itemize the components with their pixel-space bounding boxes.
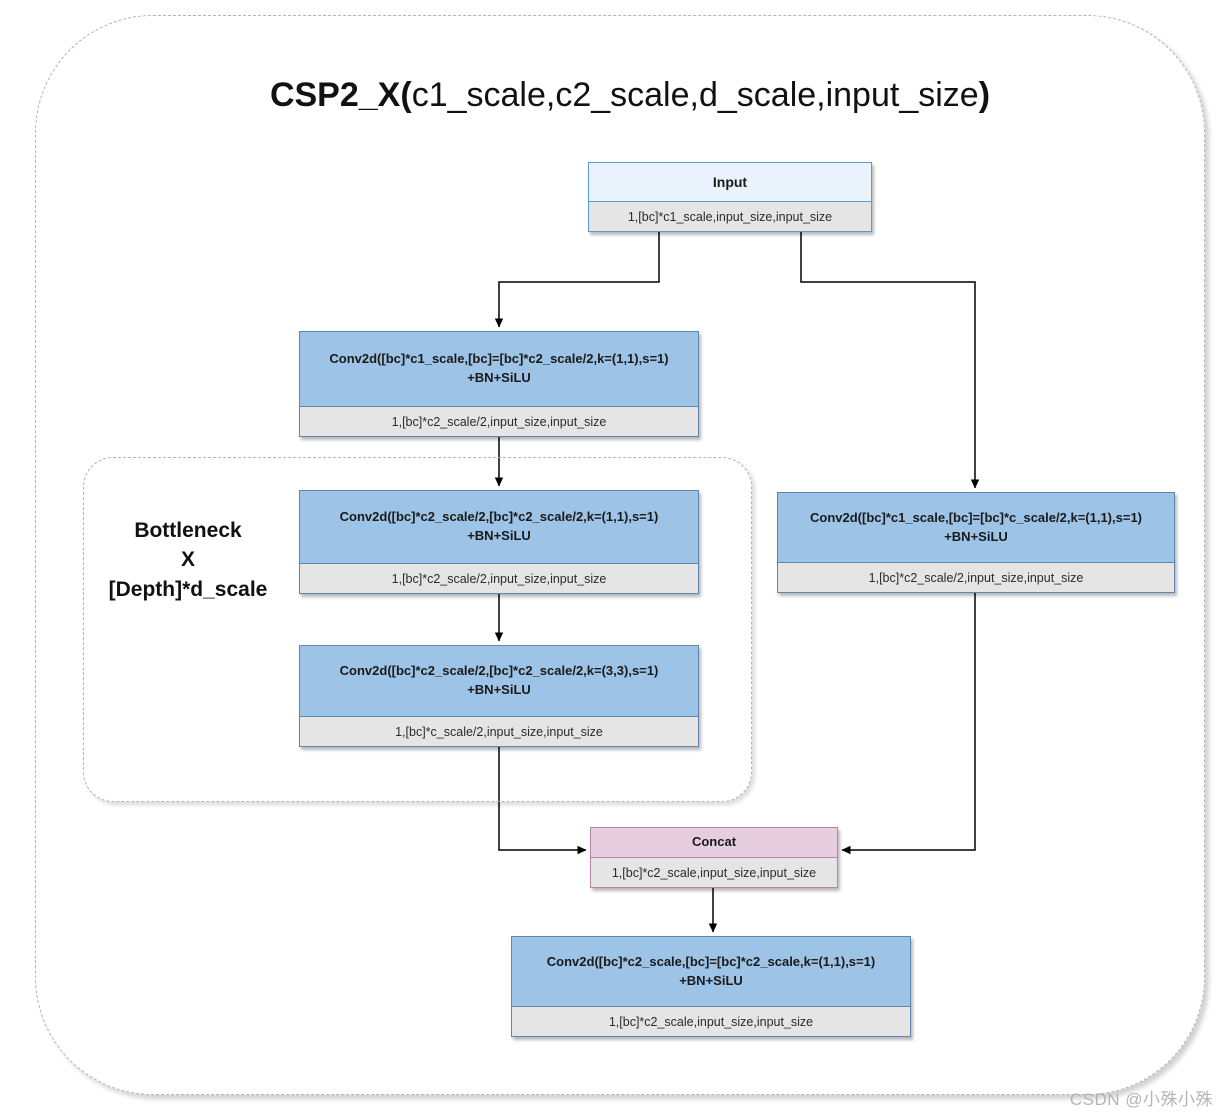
node-conv-left-title: Conv2d([bc]*c1_scale,[bc]=[bc]*c2_scale/… [300,332,698,407]
node-concat-shape: 1,[bc]*c2_scale,input_size,input_size [591,858,837,887]
node-conv-out-shape: 1,[bc]*c2_scale,input_size,input_size [512,1007,910,1036]
node-concat: Concat 1,[bc]*c2_scale,input_size,input_… [590,827,838,888]
node-input: Input 1,[bc]*c1_scale,input_size,input_s… [588,162,872,232]
node-bottleneck-conv1: Conv2d([bc]*c2_scale/2,[bc]*c2_scale/2,k… [299,490,699,594]
conv-expression: Conv2d([bc]*c2_scale/2,[bc]*c2_scale/2,k… [339,509,659,525]
title-bold-prefix: CSP2_X( [269,76,412,114]
conv-activation: +BN+SiLU [679,972,743,988]
conv-activation: +BN+SiLU [467,682,531,697]
bottleneck-label-line1: Bottleneck [134,519,242,542]
node-conv-right: Conv2d([bc]*c1_scale,[bc]=[bc]*c_scale/2… [777,492,1175,593]
conv-expression: Conv2d([bc]*c1_scale,[bc]=[bc]*c_scale/2… [809,509,1143,525]
csp2x-outer-container [35,15,1205,1095]
title-bold-suffix: ) [978,76,991,114]
node-bottleneck-conv2: Conv2d([bc]*c2_scale/2,[bc]*c2_scale/2,k… [299,645,699,747]
conv-expression: Conv2d([bc]*c1_scale,[bc]=[bc]*c2_scale/… [329,351,669,367]
bottleneck-label-line2: X [180,548,195,572]
conv-activation: +BN+SiLU [467,370,531,385]
csdn-watermark: CSDN @小殊小殊 [1069,1090,1213,1109]
bottleneck-label-line3: [Depth]*d_scale [108,577,268,601]
conv-expression: Conv2d([bc]*c2_scale/2,[bc]*c2_scale/2,k… [339,663,659,679]
node-conv-right-title: Conv2d([bc]*c1_scale,[bc]=[bc]*c_scale/2… [778,493,1174,563]
node-bottleneck-conv1-title: Conv2d([bc]*c2_scale/2,[bc]*c2_scale/2,k… [300,491,698,564]
node-bottleneck-conv1-shape: 1,[bc]*c2_scale/2,input_size,input_size [300,564,698,593]
diagram-title: CSP2_X(c1_scale,c2_scale,d_scale,input_s… [35,76,1221,115]
node-bottleneck-conv2-title: Conv2d([bc]*c2_scale/2,[bc]*c2_scale/2,k… [300,646,698,717]
conv-activation: +BN+SiLU [944,528,1008,544]
node-conv-right-shape: 1,[bc]*c2_scale/2,input_size,input_size [778,563,1174,592]
node-conv-left: Conv2d([bc]*c1_scale,[bc]=[bc]*c2_scale/… [299,331,699,437]
node-bottleneck-conv2-shape: 1,[bc]*c_scale/2,input_size,input_size [300,717,698,746]
node-input-shape: 1,[bc]*c1_scale,input_size,input_size [589,202,871,231]
node-conv-left-shape: 1,[bc]*c2_scale/2,input_size,input_size [300,407,698,436]
title-arguments: c1_scale,c2_scale,d_scale,input_size [411,76,979,114]
node-input-title: Input [589,163,871,202]
conv-expression: Conv2d([bc]*c2_scale,[bc]=[bc]*c2_scale,… [546,953,876,969]
node-conv-out-title: Conv2d([bc]*c2_scale,[bc]=[bc]*c2_scale,… [512,937,910,1007]
conv-activation: +BN+SiLU [467,528,531,543]
node-conv-out: Conv2d([bc]*c2_scale,[bc]=[bc]*c2_scale,… [511,936,911,1037]
node-concat-title: Concat [591,828,837,858]
bottleneck-group-label: Bottleneck X [Depth]*d_scale [88,516,288,604]
bottleneck-group-container [83,457,752,802]
